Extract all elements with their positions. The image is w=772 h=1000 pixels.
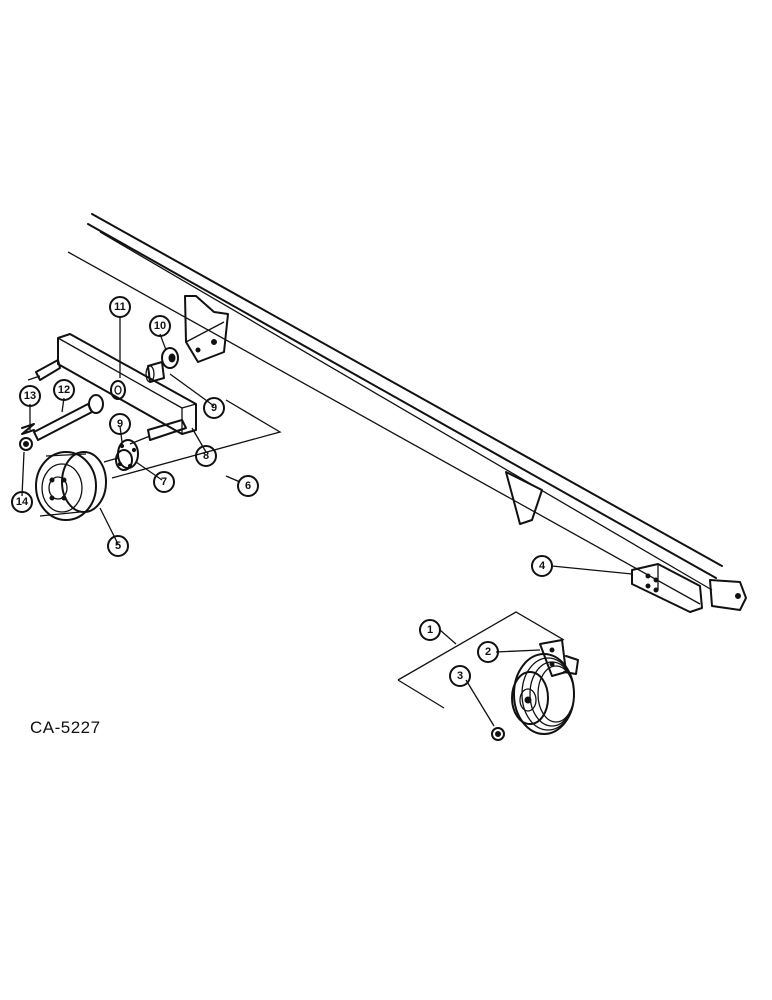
- cotter-pin: [21, 423, 35, 435]
- callout-12: 12: [53, 379, 75, 401]
- lower-beam-bracket: [505, 471, 543, 525]
- svg-text:9: 9: [117, 418, 123, 430]
- callout-1: 1: [419, 619, 441, 641]
- callout-14: 14: [11, 491, 33, 513]
- leader-lines: [21, 317, 633, 727]
- callout-8: 8: [195, 445, 217, 467]
- wheel-hub: [103, 439, 139, 471]
- bearing-cup: [145, 347, 179, 383]
- svg-text:1: 1: [427, 624, 433, 636]
- callout-5: 5: [107, 535, 129, 557]
- svg-text:10: 10: [154, 320, 166, 332]
- callout-10: 10: [149, 315, 171, 337]
- group-outline-6: [111, 399, 282, 479]
- callout-7: 7: [153, 471, 175, 493]
- rear-hitch-bracket: [631, 563, 747, 613]
- pivot-pin: [33, 394, 104, 441]
- callout-2: 2: [477, 641, 499, 663]
- svg-text:14: 14: [16, 496, 29, 508]
- svg-text:13: 13: [24, 390, 36, 402]
- callout-3: 3: [449, 665, 471, 687]
- axle-nut: [19, 437, 33, 451]
- group-outline-1: [397, 611, 565, 709]
- svg-text:3: 3: [457, 670, 463, 682]
- gauge-wheel-bracket: [539, 639, 579, 677]
- svg-text:5: 5: [115, 540, 121, 552]
- frame-beam: [67, 213, 723, 605]
- drawing-code: CA-5227: [30, 718, 101, 737]
- callout-9-lower: 9: [109, 413, 131, 435]
- svg-text:9: 9: [211, 402, 217, 414]
- svg-text:8: 8: [203, 450, 209, 462]
- upper-beam-bracket: [184, 295, 229, 363]
- wheel-rim: [35, 451, 107, 521]
- svg-text:12: 12: [58, 384, 70, 396]
- svg-text:7: 7: [161, 476, 167, 488]
- callout-13: 13: [19, 385, 41, 407]
- left-spindle-stub: [27, 359, 61, 381]
- callout-6: 6: [225, 475, 259, 497]
- svg-text:6: 6: [245, 480, 251, 492]
- svg-text:4: 4: [539, 560, 546, 572]
- callout-4: 4: [531, 555, 553, 577]
- callout-9-upper: 9: [203, 397, 225, 419]
- gauge-wheel-nut: [491, 727, 505, 741]
- callout-11: 11: [109, 296, 131, 318]
- svg-text:2: 2: [485, 646, 491, 658]
- svg-text:11: 11: [114, 301, 126, 313]
- bar-bushing: [110, 380, 126, 400]
